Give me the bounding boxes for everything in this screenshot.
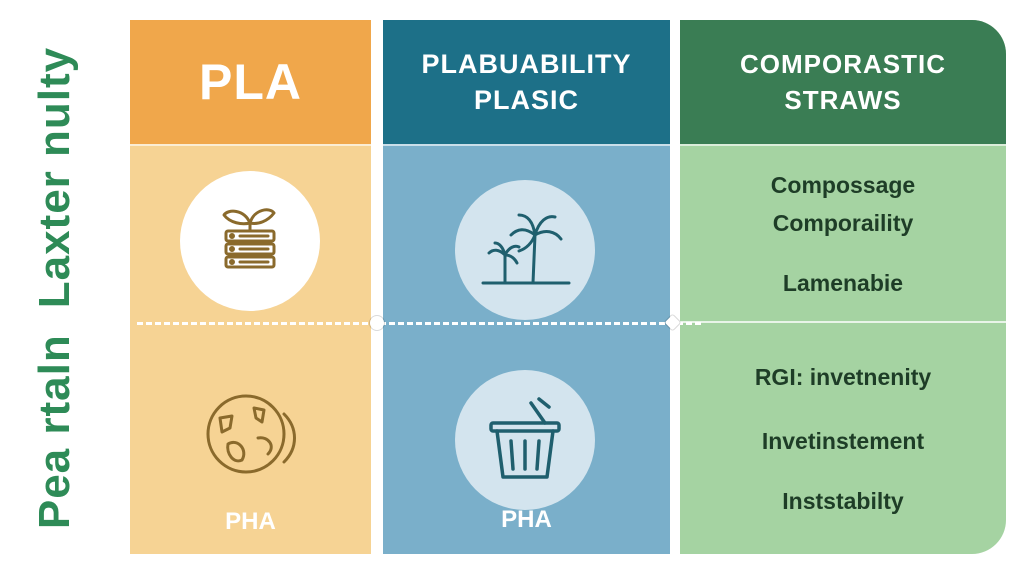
column-pla-bottom-label: PHA bbox=[225, 508, 276, 535]
header-divider bbox=[130, 144, 371, 146]
straws-top-item: Compossage bbox=[770, 172, 916, 198]
globe-icon bbox=[206, 394, 296, 474]
side-label: Pea rtaln Laxter nulty bbox=[10, 20, 100, 556]
palm-tree-icon-badge bbox=[455, 180, 595, 320]
straws-bottom-item: Invetinstement bbox=[761, 428, 925, 454]
column-straws-header: COMPORASTIC STRAWS bbox=[680, 20, 1006, 144]
column-plastic: PLABUABILITY PLASIC bbox=[383, 20, 670, 554]
straws-bottom-item: Inststabilty bbox=[782, 488, 904, 514]
header-divider bbox=[680, 144, 1006, 146]
column-pla-title: PLA bbox=[199, 54, 302, 110]
trash-bin-icon-badge bbox=[455, 370, 595, 510]
column-plastic-bottom-label: PHA bbox=[501, 506, 552, 533]
side-label-part-a: Pea rtaln bbox=[30, 334, 80, 530]
globe-icon-holder bbox=[198, 388, 308, 483]
palm-tree-icon bbox=[481, 213, 571, 285]
side-label-part-b: Laxter nulty bbox=[30, 46, 80, 309]
connector-node bbox=[370, 316, 384, 330]
column-straws: COMPORASTIC STRAWS Compossage Comporaili… bbox=[680, 20, 1006, 554]
leaf-stack-icon bbox=[222, 208, 276, 269]
column-plastic-header: PLABUABILITY PLASIC bbox=[383, 20, 670, 144]
straws-top-item: Lamenabie bbox=[782, 270, 904, 296]
trash-bin-icon bbox=[489, 397, 561, 479]
leaf-stack-icon-badge bbox=[180, 171, 320, 311]
dashed-connector bbox=[137, 322, 701, 325]
column-straws-title: COMPORASTIC STRAWS bbox=[740, 49, 946, 115]
column-pla: PLA PH bbox=[130, 20, 371, 554]
header-divider bbox=[383, 144, 670, 146]
straws-top-item: Comporaility bbox=[772, 210, 914, 236]
column-plastic-title: PLABUABILITY PLASIC bbox=[421, 49, 632, 115]
column-pla-header: PLA bbox=[130, 20, 371, 144]
straws-divider bbox=[680, 321, 1006, 323]
straws-bottom-item: RGI: invetnenity bbox=[754, 364, 932, 390]
